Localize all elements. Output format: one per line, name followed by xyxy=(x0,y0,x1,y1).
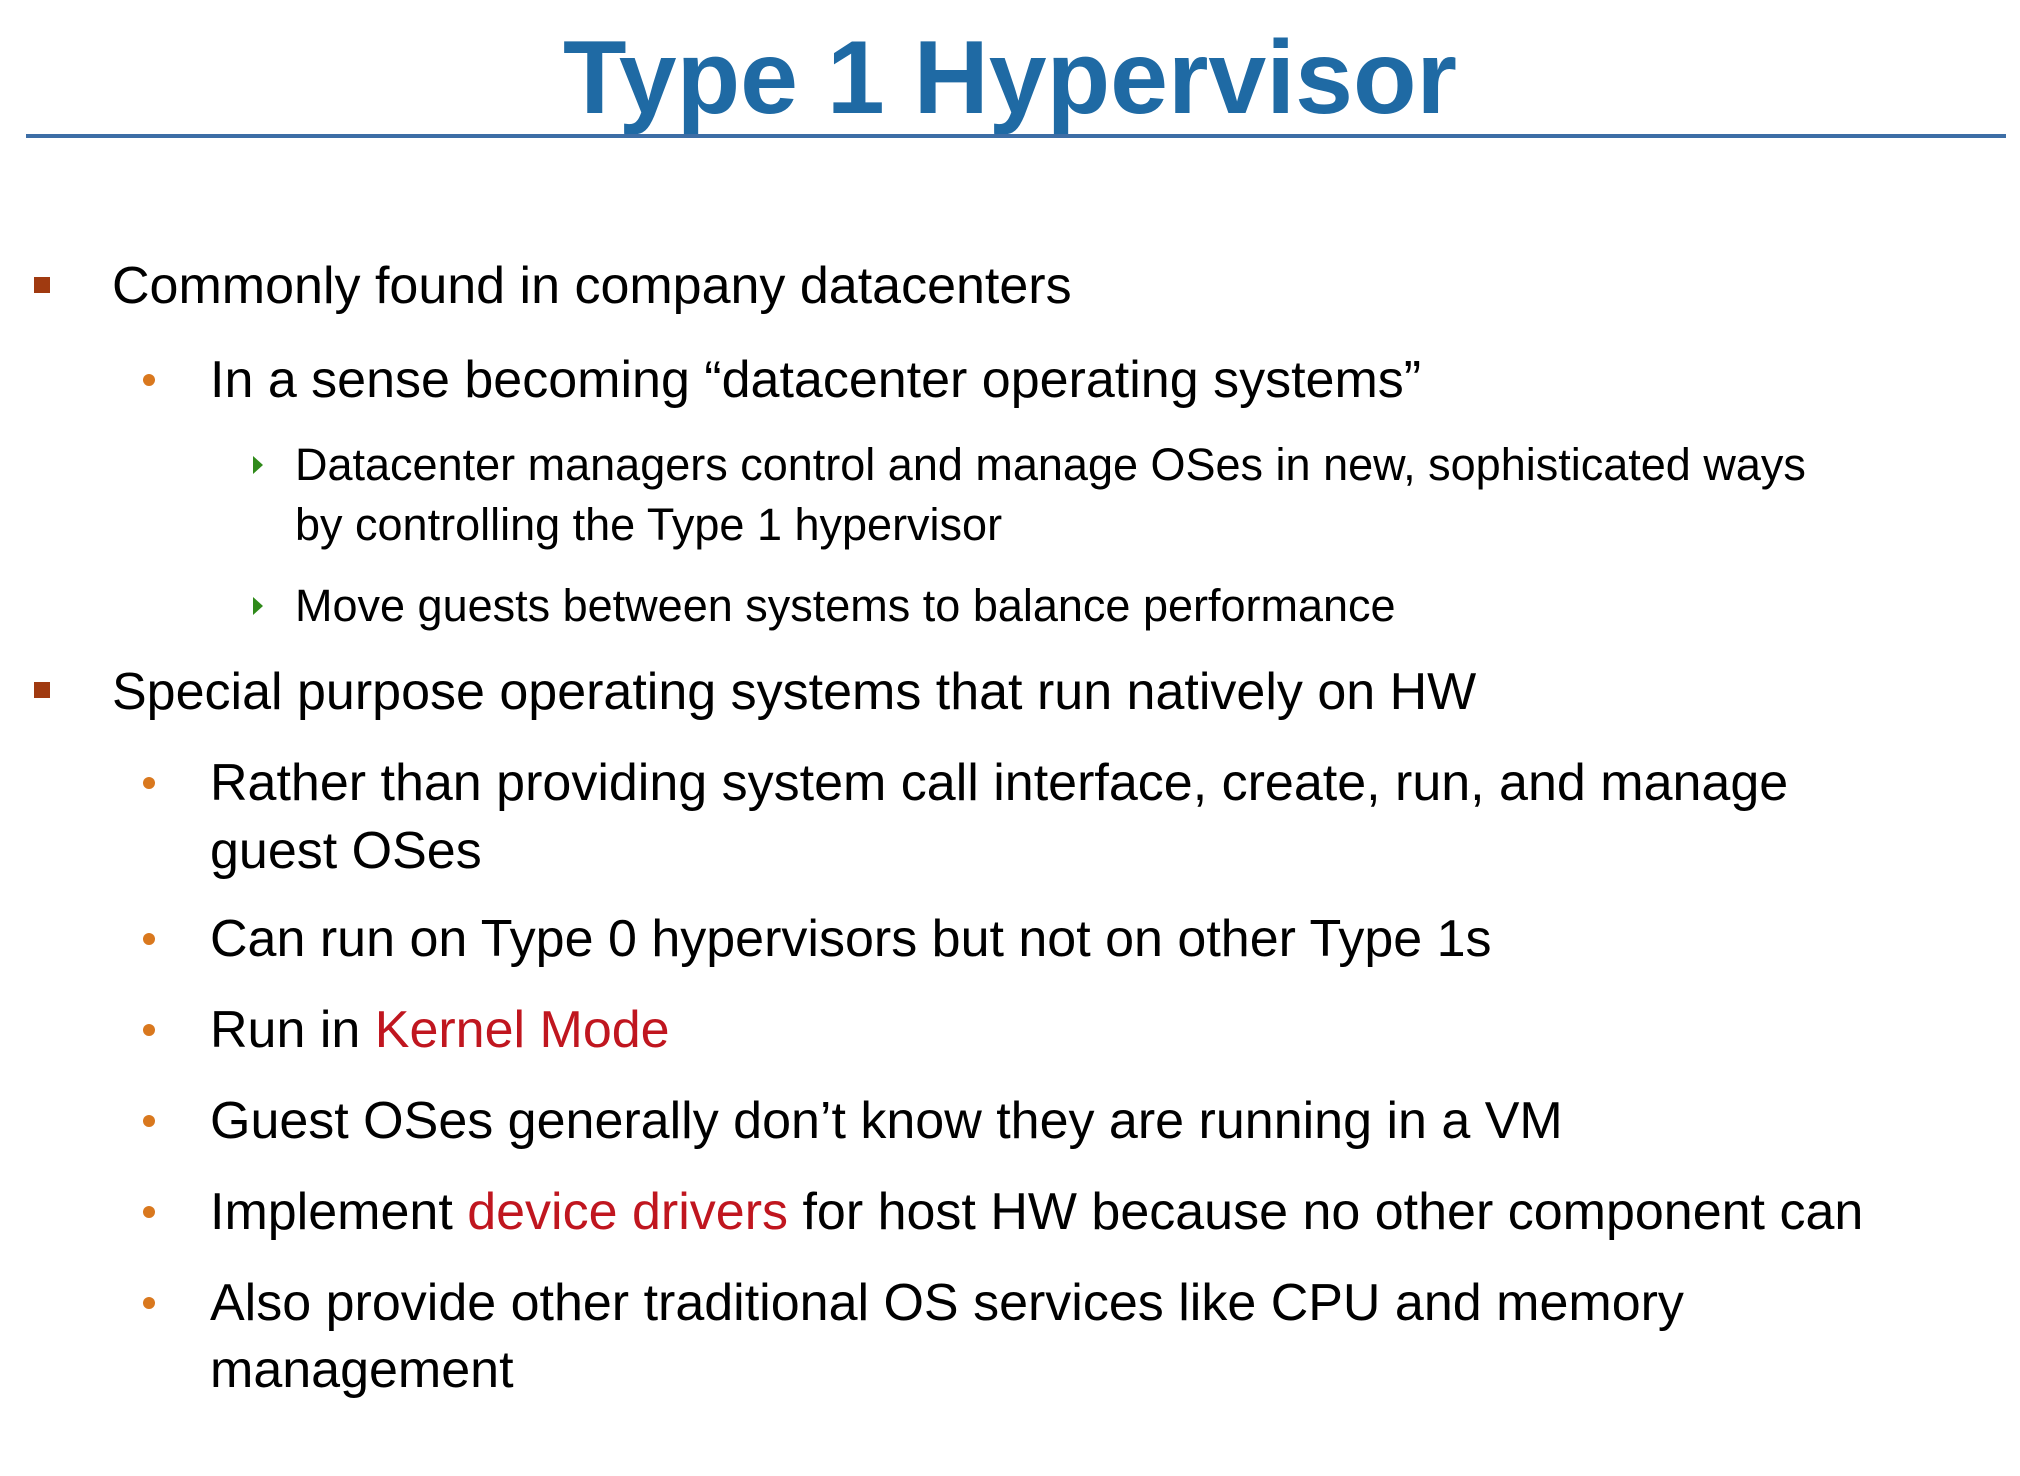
dot-bullet-icon xyxy=(143,1297,155,1309)
bullet-text: Guest OSes generally don’t know they are… xyxy=(210,1092,1563,1150)
dot-bullet-icon xyxy=(143,1024,155,1036)
square-bullet-icon xyxy=(34,682,50,698)
bullet-text-line2: by controlling the Type 1 hypervisor xyxy=(295,499,1003,550)
bullet-text: In a sense becoming “datacenter operatin… xyxy=(210,351,1422,409)
highlight-kernel-mode: Kernel Mode xyxy=(374,1001,670,1059)
highlight-device-drivers: device drivers xyxy=(467,1183,789,1241)
triangle-bullet-icon xyxy=(253,597,263,615)
bullet-text: Special purpose operating systems that r… xyxy=(112,663,1477,721)
title-rule xyxy=(26,134,2006,138)
bullet-text: Implement device drivers for host HW bec… xyxy=(210,1179,1863,1245)
dot-bullet-icon xyxy=(143,777,155,789)
text-run: Run in xyxy=(210,1001,375,1059)
triangle-bullet-icon xyxy=(253,456,263,474)
dot-bullet-icon xyxy=(143,933,155,945)
text-run: for host HW because no other component c… xyxy=(788,1183,1864,1241)
dot-bullet-icon xyxy=(143,374,155,386)
bullet-text: Run in Kernel Mode xyxy=(210,997,670,1063)
bullet-text-line2: guest OSes xyxy=(210,822,482,880)
text-run: Implement xyxy=(210,1183,468,1241)
dot-bullet-icon xyxy=(143,1115,155,1127)
dot-bullet-icon xyxy=(143,1206,155,1218)
bullet-text-line1: Datacenter managers control and manage O… xyxy=(295,439,1806,490)
slide-title: Type 1 Hypervisor xyxy=(562,20,1457,136)
bullet-text-line1: Also provide other traditional OS servic… xyxy=(210,1274,1684,1332)
bullet-text-line1: Rather than providing system call interf… xyxy=(210,754,1789,812)
bullet-text-line2: management xyxy=(210,1341,514,1399)
bullet-text: Can run on Type 0 hypervisors but not on… xyxy=(210,910,1492,968)
bullet-text: Commonly found in company datacenters xyxy=(112,257,1072,315)
bullet-text: Move guests between systems to balance p… xyxy=(295,580,1396,631)
square-bullet-icon xyxy=(34,277,50,293)
